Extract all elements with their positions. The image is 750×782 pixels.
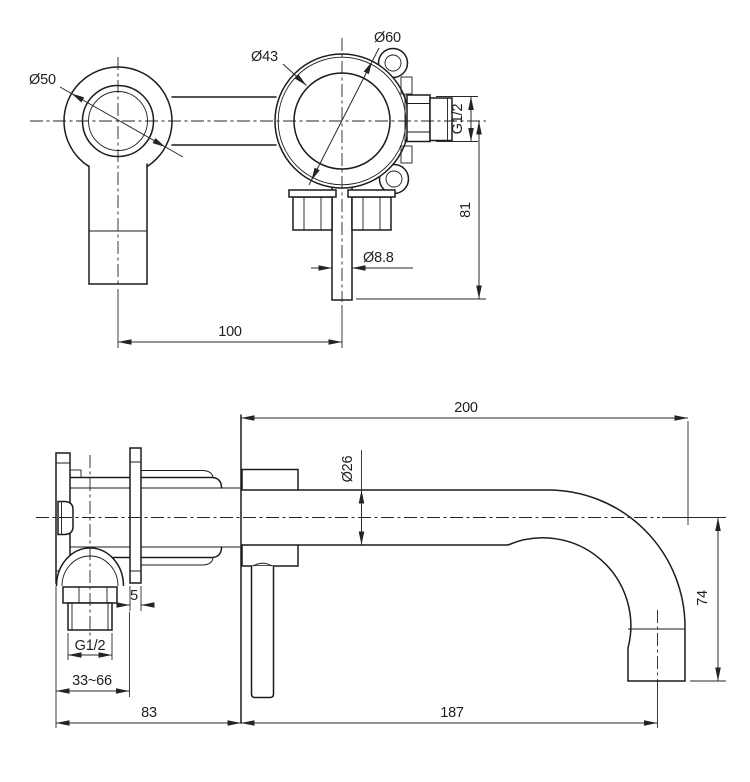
- arrow: [152, 138, 166, 147]
- dim-leader-phi43: [282, 63, 307, 86]
- arrow: [311, 167, 320, 181]
- dim-label-187: 187: [440, 705, 464, 721]
- dim-label-phi60: Ø60: [374, 30, 401, 46]
- arrow: [363, 61, 373, 75]
- dim-label-200: 200: [454, 400, 478, 416]
- valve-thread-lines: [71, 603, 109, 630]
- body-core-lines: [70, 487, 242, 548]
- spout-fill: [298, 490, 685, 681]
- connector-thread: [429, 97, 453, 142]
- spout-outer-edge: [297, 489, 686, 682]
- handle-tube: [88, 163, 148, 285]
- dim-label-phi26: Ø26: [340, 455, 356, 482]
- dim-label-83: 83: [141, 705, 157, 721]
- body-tube-top: [69, 476, 223, 489]
- dim-label-g12-side: G1/2: [75, 638, 106, 654]
- nut-right-facets: [362, 197, 381, 230]
- valve-nut-facets: [78, 587, 108, 603]
- dim-label-81: 81: [458, 202, 474, 218]
- check-valve-nut-right: [351, 196, 392, 231]
- ext-33-66: [55, 586, 130, 728]
- dim-label-5: 5: [130, 588, 138, 604]
- nut-flange-left: [288, 189, 337, 198]
- sleeve-step-top: [69, 469, 82, 478]
- connector-nut: [406, 94, 431, 143]
- arrow: [71, 93, 85, 103]
- wall-plate: [129, 447, 142, 584]
- bracket-tab-top: [400, 76, 413, 95]
- dim-label-phi43: Ø43: [251, 49, 278, 65]
- inlet-stub: [57, 500, 74, 536]
- dim-label-33-66: 33~66: [72, 673, 112, 689]
- dim-label-phi88: Ø8.8: [363, 250, 394, 266]
- nut-left-facets: [303, 197, 322, 230]
- ear-hole-top: [384, 54, 402, 72]
- bracket-tab-bottom: [400, 145, 413, 164]
- body-tube-bottom: [69, 546, 223, 559]
- lever-joint-arc: [252, 562, 273, 567]
- escutcheon-bottom: [241, 544, 299, 567]
- lever-handle: [250, 566, 275, 699]
- spout-inner-edge: [297, 537, 632, 682]
- dim-label-g12-front: G1/2: [450, 104, 466, 135]
- dim-label-74: 74: [695, 590, 711, 606]
- adjust-sleeve-top: [141, 470, 214, 478]
- escutcheon-top: [241, 468, 299, 491]
- connecting-tube: [171, 96, 277, 146]
- connector-nut-facets: [407, 103, 430, 133]
- dim-label-phi50: Ø50: [29, 72, 56, 88]
- dim-label-100: 100: [218, 324, 242, 340]
- check-valve-nut-left: [292, 196, 333, 231]
- adjust-sleeve-bottom: [141, 557, 214, 566]
- front-view: Ø50 Ø60 Ø43 G1/2 81 Ø8.8 100: [29, 30, 486, 348]
- wall-plate-joints: [130, 461, 141, 572]
- ext-100: [117, 289, 343, 348]
- ear-hole-bottom: [385, 170, 403, 188]
- side-view: 200 Ø26 5 G1/2 33~66 83 187 74: [36, 400, 726, 728]
- nut-flange-right: [347, 189, 396, 198]
